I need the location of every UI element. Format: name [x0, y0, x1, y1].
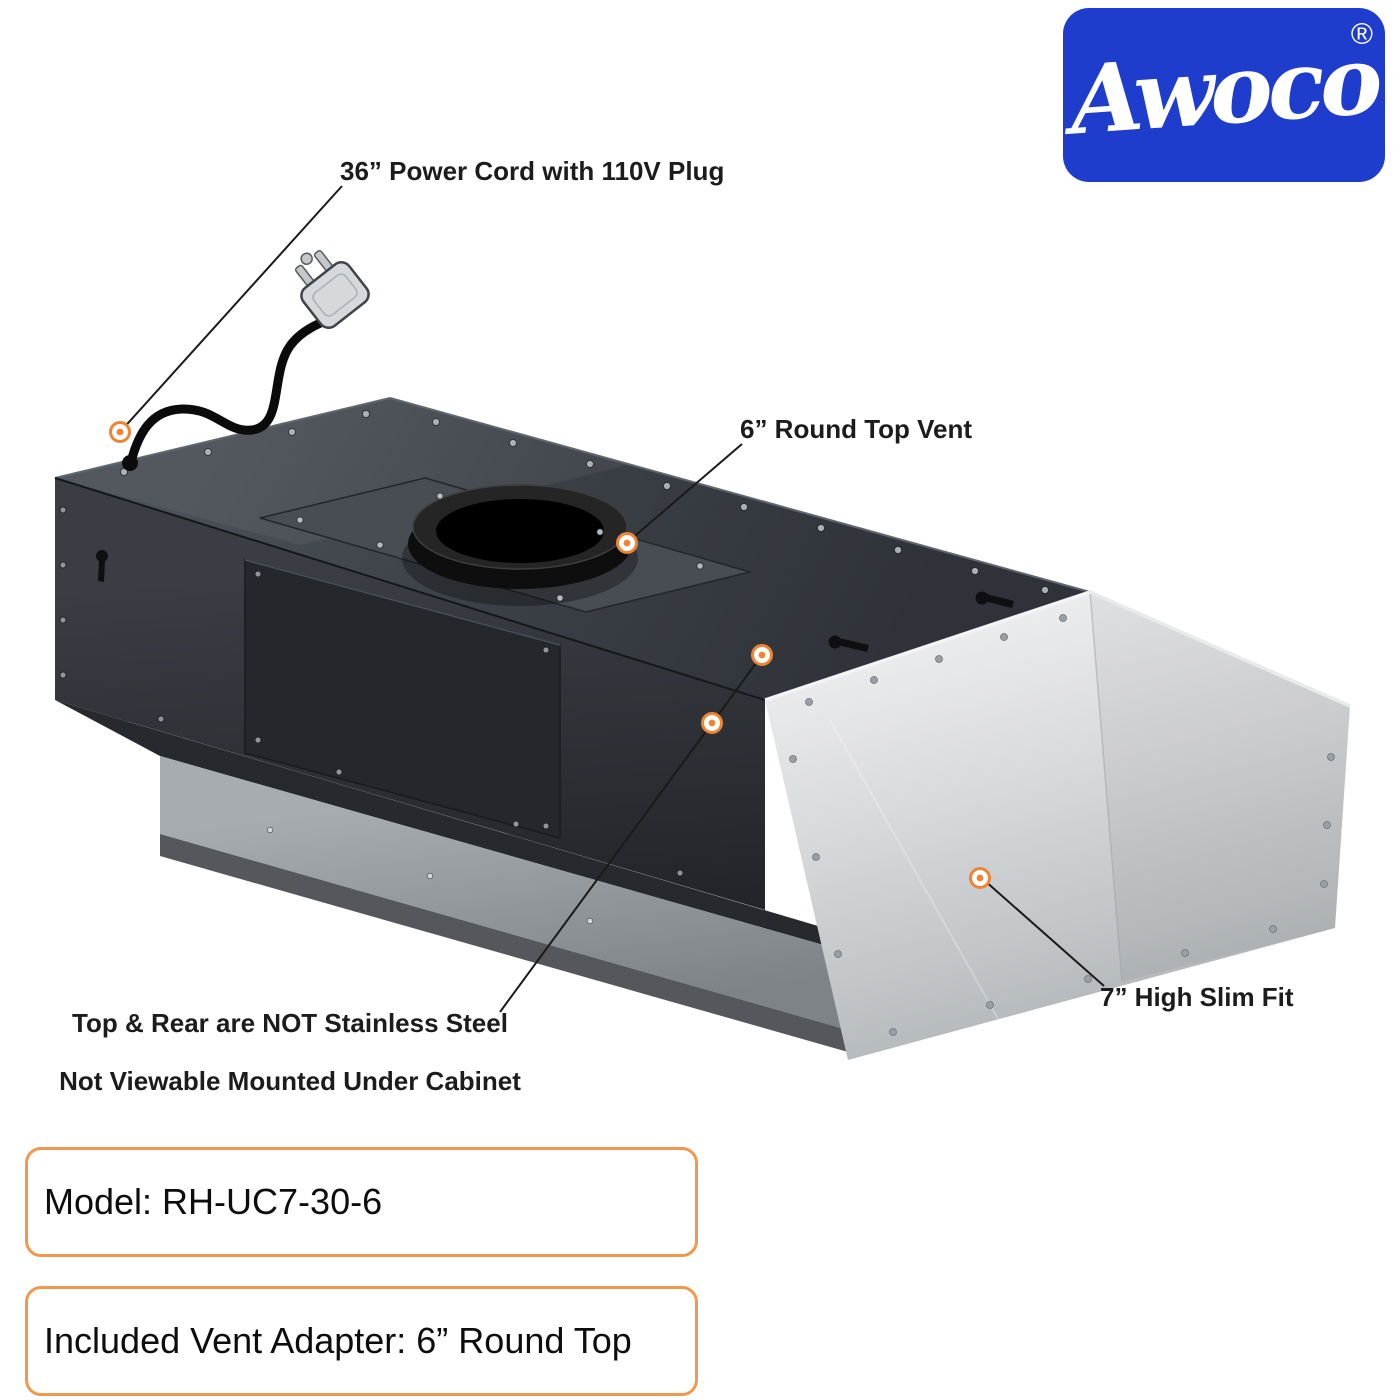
screws-top-edges [120, 410, 1049, 594]
power-cord [122, 249, 370, 471]
vent-adapter-text: Included Vent Adapter: 6” Round Top [44, 1320, 632, 1361]
edge-highlight [54, 397, 391, 479]
edge-highlight [389, 397, 1091, 593]
power-plug [294, 249, 370, 329]
registered-trademark: ® [1350, 18, 1373, 51]
vent-opening [436, 499, 604, 563]
callout-label-round-top-vent: 6” Round Top Vent [740, 414, 973, 444]
vent-adapter-info-box: Included Vent Adapter: 6” Round Top [25, 1286, 698, 1396]
stainless-right-edge [1089, 590, 1351, 708]
leader-power-cord [119, 185, 343, 433]
callout-marker-power-cord [109, 421, 131, 443]
screws-stainless [789, 614, 1335, 1036]
panel-crease [1089, 591, 1123, 983]
model-text: Model: RH-UC7-30-6 [44, 1181, 383, 1222]
plug-body [300, 261, 370, 329]
leader-slim-fit [983, 879, 1105, 987]
leader-round-top-vent [628, 443, 743, 542]
brand-logo: Awoco ® [1063, 8, 1385, 182]
stainless-top-edge [764, 590, 1091, 702]
brand-name: Awoco [1066, 25, 1382, 157]
callout-marker-top-panel [751, 644, 773, 666]
callout-label-not-stainless: Top & Rear are NOT Stainless Steel Not V… [55, 1008, 525, 1097]
callout-markers [109, 421, 991, 889]
panel-seam [244, 559, 561, 646]
round-top-vent [402, 484, 638, 606]
plug-body-detail [312, 273, 358, 317]
stainless-front-panel [765, 592, 1350, 1060]
callout-marker-rear-panel [701, 712, 723, 734]
callout-marker-slim-fit [969, 867, 991, 889]
callout-marker-round-top-vent [616, 532, 638, 554]
screws-vent-plate [296, 492, 704, 602]
model-info-box: Model: RH-UC7-30-6 [25, 1147, 698, 1257]
screws-bottom-lip [266, 826, 594, 925]
hood-bottom-edge [160, 834, 848, 1052]
callout-label-power-cord: 36” Power Cord with 110V Plug [340, 156, 725, 186]
cord-wire [125, 307, 351, 471]
screws-rear-panel [59, 506, 684, 877]
hood-bottom-lip [160, 756, 848, 1030]
brushed-highlight [829, 719, 1011, 1041]
plug-ground-pin [300, 252, 313, 266]
callout-label-not-stainless-line1: Top & Rear are NOT Stainless Steel [72, 1008, 508, 1038]
hood-top-sheen [55, 398, 640, 545]
callout-label-not-stainless-line2: Not Viewable Mounted Under Cabinet [59, 1066, 521, 1096]
stainless-end-cap-shade [1090, 592, 1350, 982]
hood-underside [55, 700, 848, 952]
callout-label-slim-fit: 7” High Slim Fit [1100, 982, 1294, 1012]
range-hood [54, 397, 1351, 1060]
edge-crease [54, 477, 766, 701]
keyhole-slots [96, 550, 1014, 652]
